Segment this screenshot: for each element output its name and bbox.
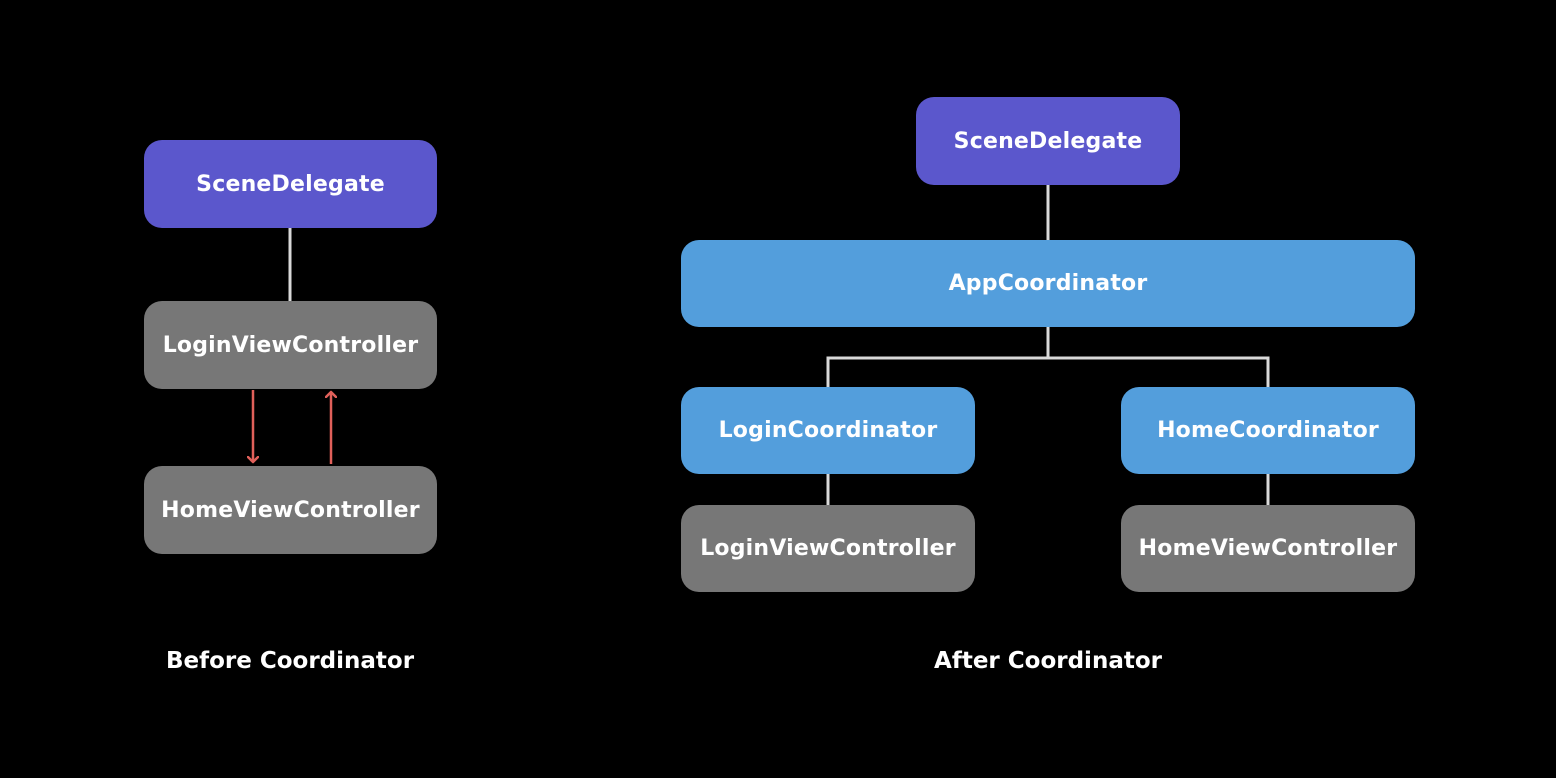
after-login-view-controller-node: LoginViewController bbox=[681, 505, 975, 592]
after-app-coordinator-node: AppCoordinator bbox=[681, 240, 1415, 327]
after-scene-delegate-node: SceneDelegate bbox=[916, 97, 1180, 185]
after-login-coordinator-node: LoginCoordinator bbox=[681, 387, 975, 474]
after-home-coordinator-node: HomeCoordinator bbox=[1121, 387, 1415, 474]
before-home-view-controller-node: HomeViewController bbox=[144, 466, 437, 554]
before-coordinator-caption: Before Coordinator bbox=[165, 648, 415, 674]
after-coordinator-caption: After Coordinator bbox=[934, 648, 1162, 674]
after-connector-branch bbox=[826, 356, 1270, 387]
before-scene-delegate-node: SceneDelegate bbox=[144, 140, 437, 228]
before-login-view-controller-node: LoginViewController bbox=[144, 301, 437, 389]
after-home-view-controller-node: HomeViewController bbox=[1121, 505, 1415, 592]
